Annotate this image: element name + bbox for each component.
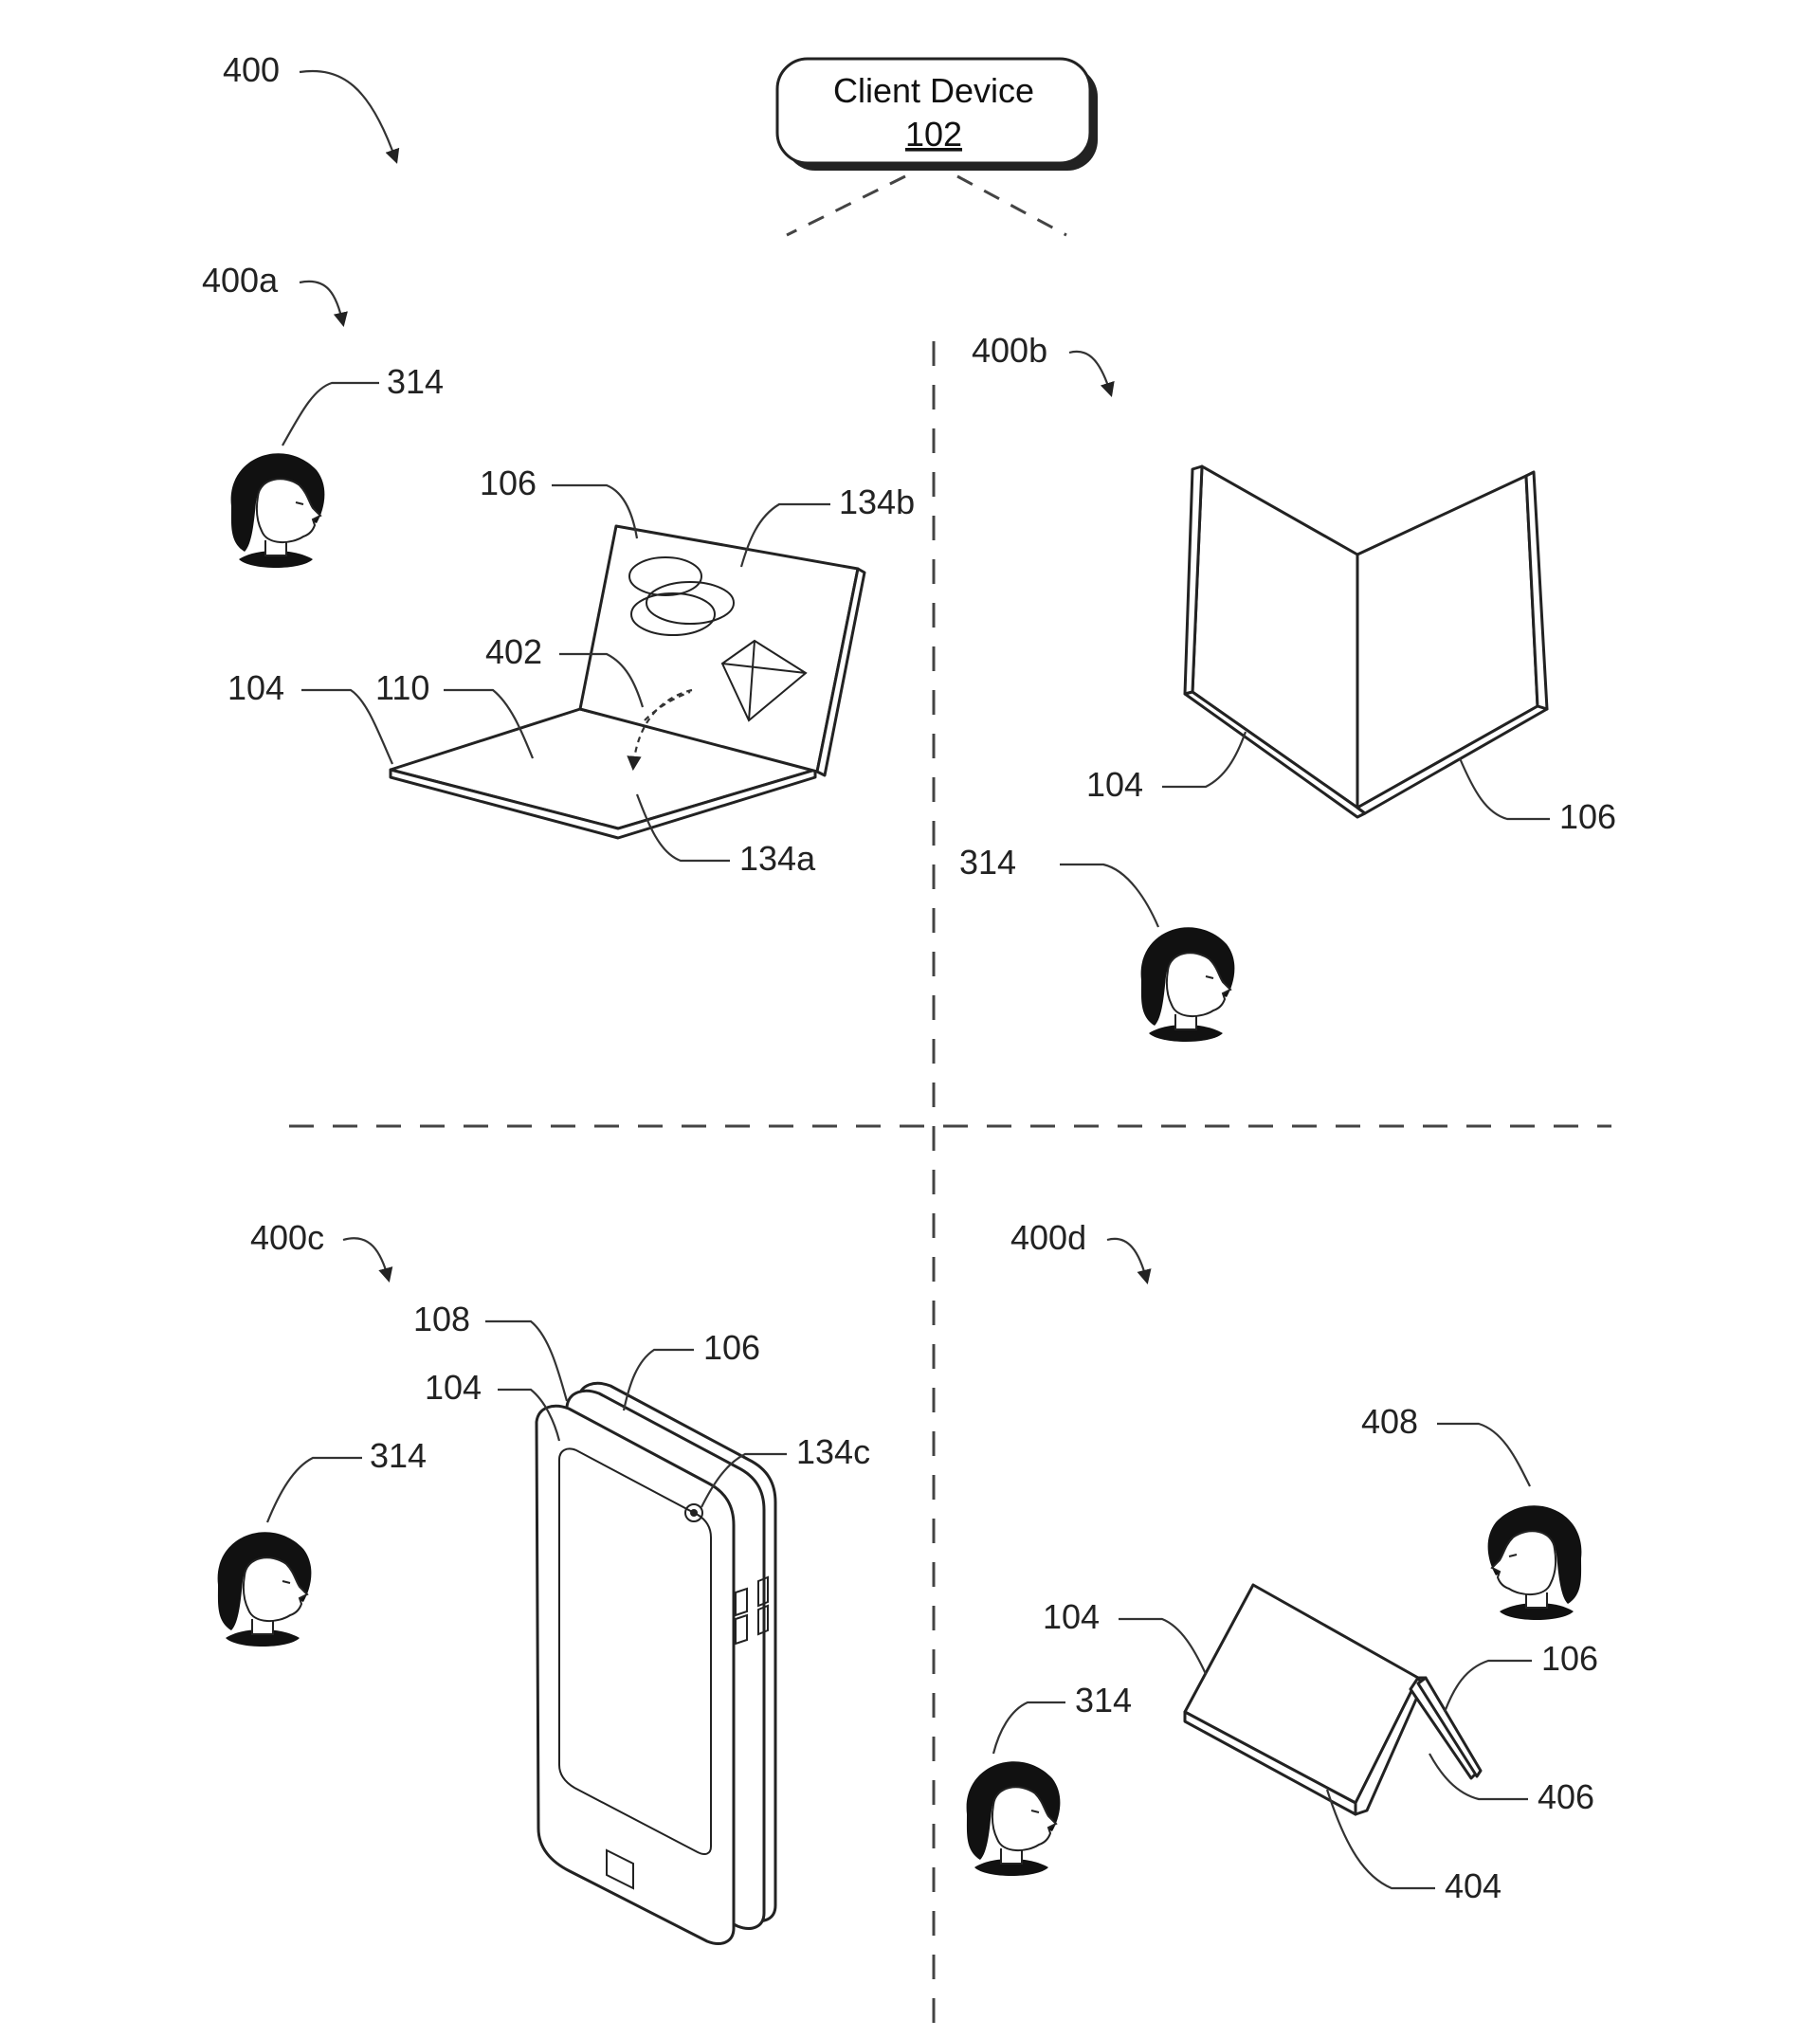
panel-a-402-label: 402 (485, 632, 542, 671)
panel-b-label: 400b (972, 331, 1047, 370)
panel-400b: 400b 104 106 314 (959, 331, 1616, 1043)
figure-label: 400 (223, 50, 280, 89)
panel-b-104-label: 104 (1086, 765, 1143, 804)
panel-a-user-label: 314 (387, 362, 444, 401)
panel-c-106-label: 106 (703, 1328, 760, 1367)
panel-400a: 400a 314 106 134b 402 104 110 134a (202, 261, 915, 878)
panel-a-104-label: 104 (228, 668, 284, 707)
panel-d-408-label: 408 (1361, 1402, 1418, 1441)
panel-c-104-label: 104 (425, 1368, 482, 1407)
client-device-ref: 102 (905, 115, 962, 154)
panel-a-106-label: 106 (480, 464, 537, 502)
panel-400c: 400c 314 108 104 106 134c (216, 1218, 870, 1945)
panel-400d: 400d 408 104 106 406 404 314 (965, 1218, 1598, 1905)
client-device-box: Client Device 102 (775, 57, 1098, 237)
panel-b-106-label: 106 (1559, 797, 1616, 836)
panel-c-label: 400c (250, 1218, 324, 1257)
panel-a-134a-label: 134a (739, 839, 816, 878)
panel-b-user-label: 314 (959, 843, 1016, 882)
panel-d-label: 400d (1010, 1218, 1086, 1257)
client-device-title: Client Device (833, 71, 1034, 110)
user-head-icon (229, 452, 326, 569)
panel-d-404-label: 404 (1445, 1866, 1502, 1905)
panel-d-user-label: 314 (1075, 1681, 1132, 1720)
panel-d-106-label: 106 (1541, 1639, 1598, 1678)
panel-a-label: 400a (202, 261, 279, 300)
panel-a-110-label: 110 (375, 668, 429, 707)
user-head-icon (1139, 926, 1236, 1043)
panel-a-134b-label: 134b (839, 482, 915, 521)
panel-c-134c-label: 134c (796, 1432, 870, 1471)
user-head-icon (216, 1531, 313, 1647)
panel-c-user-label: 314 (370, 1436, 427, 1475)
panel-d-104-label: 104 (1043, 1597, 1100, 1636)
other-user-head-icon (1486, 1504, 1583, 1621)
panel-d-406-label: 406 (1538, 1777, 1594, 1816)
user-head-icon (965, 1760, 1062, 1877)
panel-c-108-label: 108 (413, 1300, 470, 1338)
